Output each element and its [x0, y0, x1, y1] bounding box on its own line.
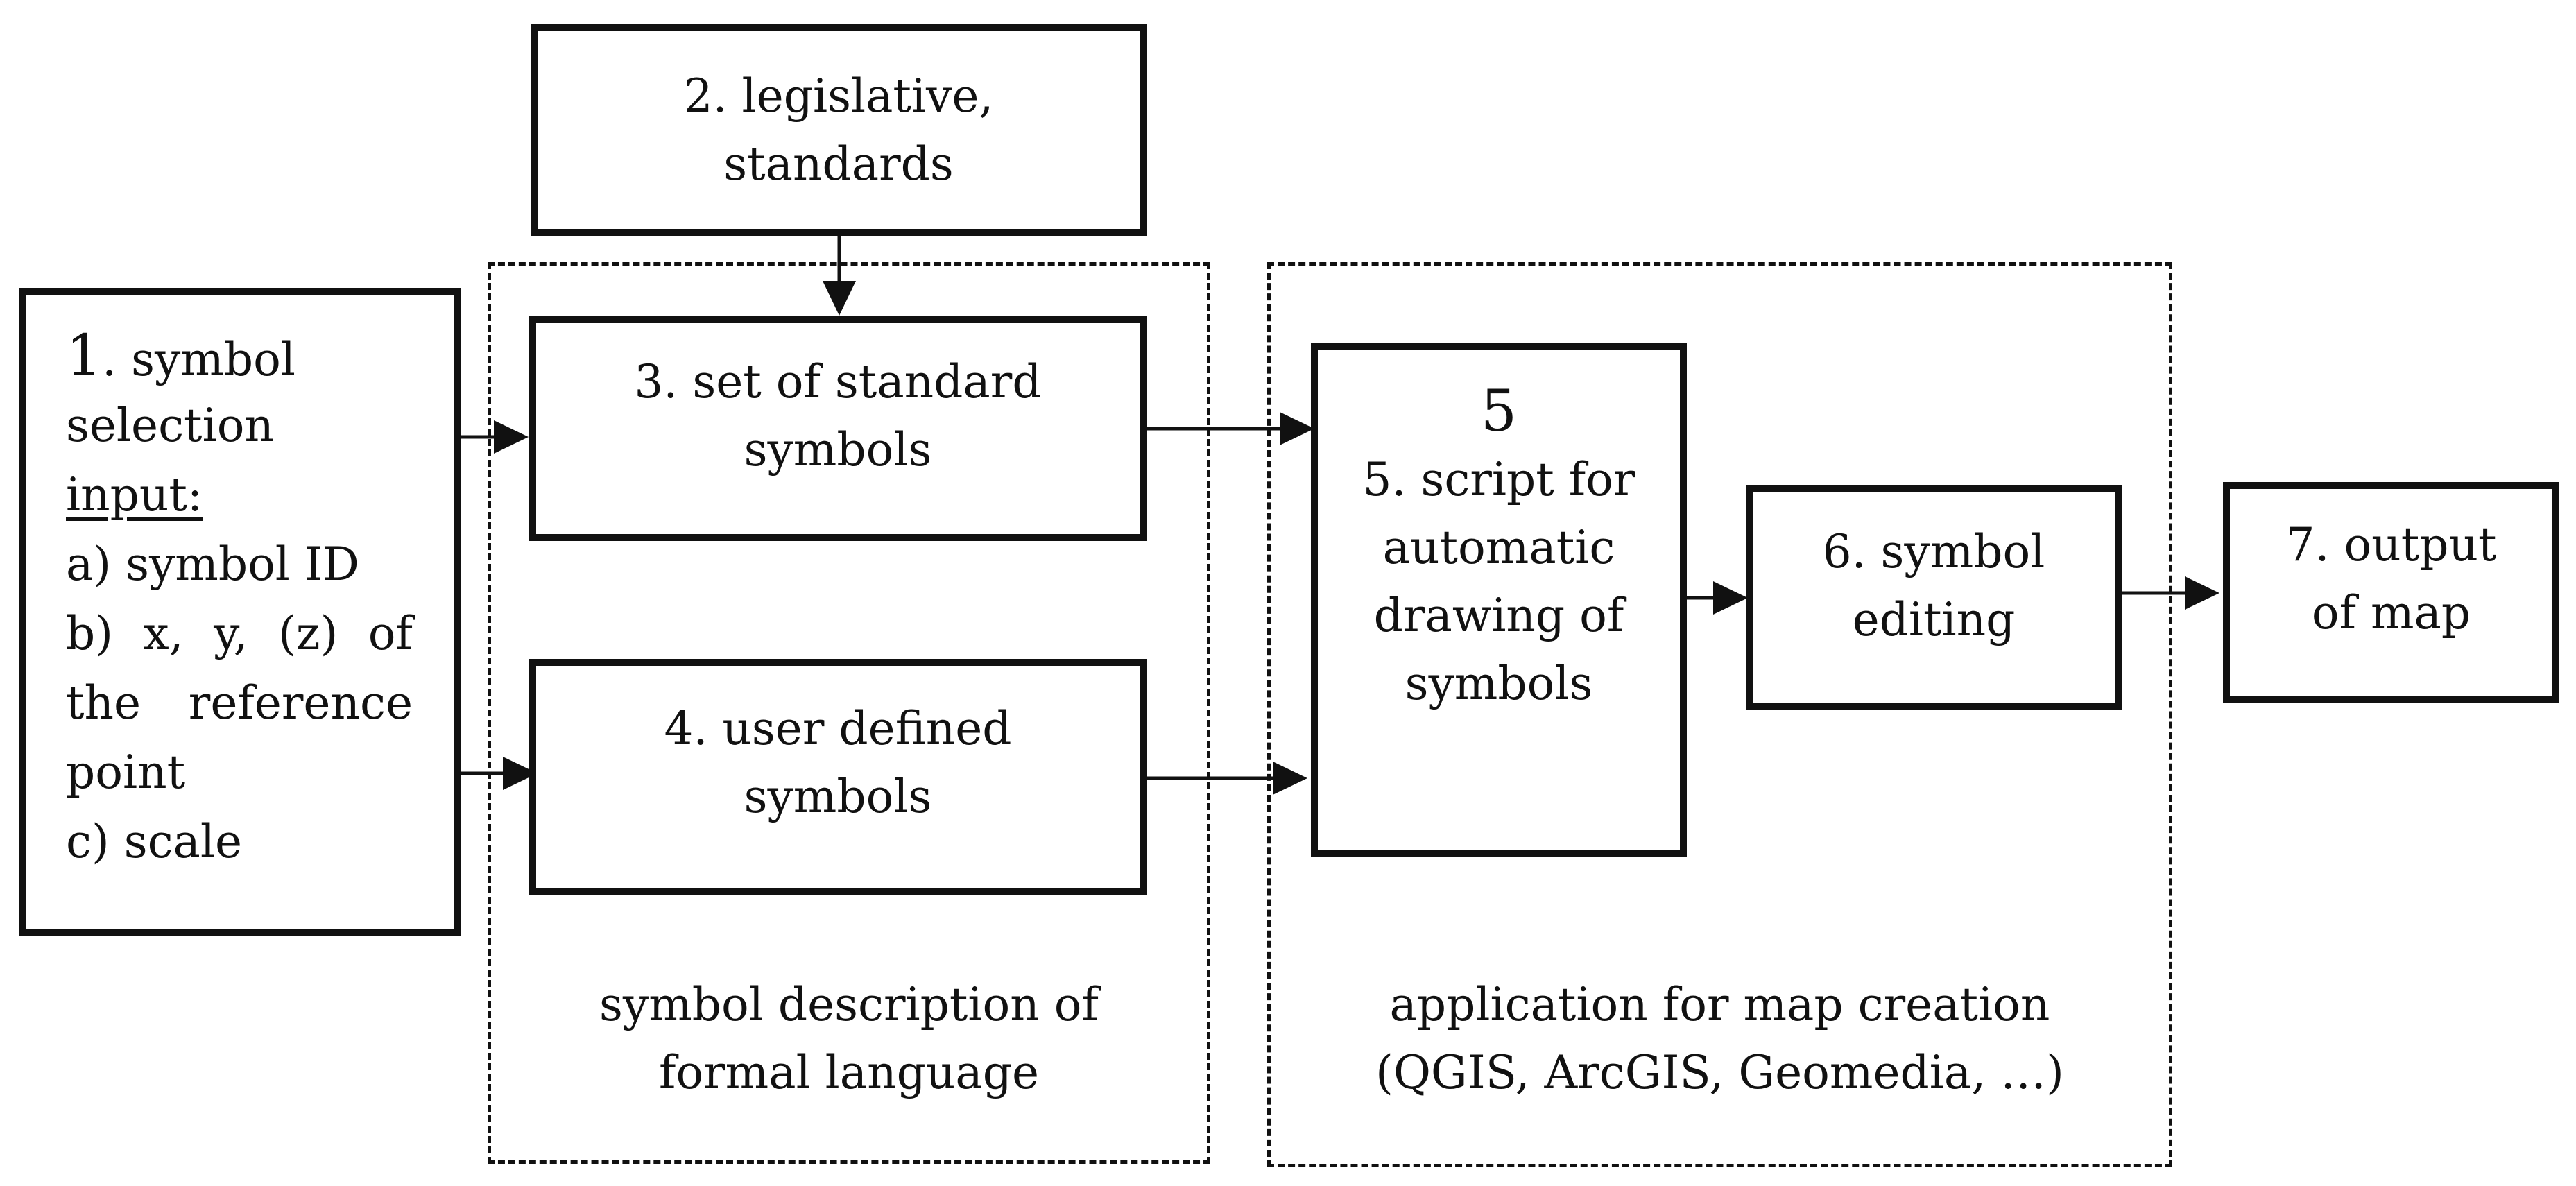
- box-1-item-b-end: point: [66, 746, 186, 799]
- box-4-user-defined-symbols: [529, 659, 1147, 895]
- box-3-line1: 3. set of standard: [634, 355, 1042, 409]
- box-5-script: [1311, 343, 1687, 857]
- box-4-text: 4. user defined symbols: [529, 659, 1147, 867]
- box-1-item-b-word: (z): [278, 607, 338, 660]
- box-4-line1: 4. user defined: [664, 702, 1012, 755]
- box-1-number: 1: [66, 323, 103, 389]
- box-6-text: 6. symbol editing: [1746, 485, 2122, 687]
- box-2-line1: 2. legislative,: [683, 69, 994, 123]
- box-5-line1-text: 5. script for: [1362, 453, 1635, 506]
- box-1-text: 1. symbol selection input: a) symbol ID …: [66, 323, 427, 877]
- group-application-caption: application for map creation (QGIS, ArcG…: [1267, 971, 2172, 1107]
- box-7-line1: 7. output: [2285, 518, 2497, 571]
- box-5-line4: symbols: [1405, 657, 1593, 710]
- box-4-line2: symbols: [744, 770, 932, 823]
- box-1-symbol-selection: [19, 288, 461, 936]
- box-6-line2: editing: [1852, 593, 2016, 646]
- box-1-item-b-cont-word: the: [66, 676, 141, 730]
- box-5-line2: automatic: [1382, 521, 1615, 574]
- box-5-line3: drawing of: [1373, 589, 1624, 642]
- group-formal-language-caption: symbol description of formal language: [488, 971, 1210, 1107]
- box-3-standard-symbols: [529, 316, 1147, 541]
- group-formal-language: [488, 262, 1210, 1164]
- box-3-line2: symbols: [744, 423, 932, 476]
- box-7-text: 7. output of map: [2223, 482, 2559, 676]
- box-1-item-b-cont: the reference: [66, 669, 413, 737]
- box-1-item-b-word: b): [66, 607, 113, 660]
- box-1-item-b: b) x, y, (z) of: [66, 600, 413, 668]
- box-6-line1: 6. symbol: [1822, 525, 2045, 578]
- box-1-line2: selection: [66, 399, 274, 452]
- box-1-item-b-word: x,: [143, 607, 184, 660]
- box-7-output-of-map: [2223, 482, 2559, 703]
- box-1-title: . symbol: [102, 333, 295, 386]
- group-formal-language-line1: symbol description of: [599, 978, 1099, 1031]
- group-application-line2: (QGIS, ArcGIS, Geomedia, …): [1375, 1046, 2064, 1099]
- box-1-item-b-word: y,: [214, 607, 248, 660]
- group-application: [1267, 262, 2172, 1167]
- box-1-item-c: c) scale: [66, 815, 243, 868]
- box-1-item-b-word: of: [368, 607, 413, 660]
- box-1-item-b-cont-word: reference: [188, 676, 413, 730]
- box-1-item-a: a) symbol ID: [66, 538, 359, 591]
- group-application-line1: application for map creation: [1389, 978, 2050, 1031]
- box-1-input-label: input:: [66, 468, 203, 522]
- box-2-line2: standards: [723, 137, 954, 191]
- box-3-text: 3. set of standard symbols: [529, 316, 1147, 517]
- box-6-symbol-editing: [1746, 485, 2122, 710]
- box-2-text: 2. legislative, standards: [531, 24, 1147, 236]
- box-2-legislative-standards: [531, 24, 1147, 236]
- group-formal-language-line2: formal language: [658, 1046, 1040, 1099]
- box-7-line2: of map: [2311, 586, 2471, 639]
